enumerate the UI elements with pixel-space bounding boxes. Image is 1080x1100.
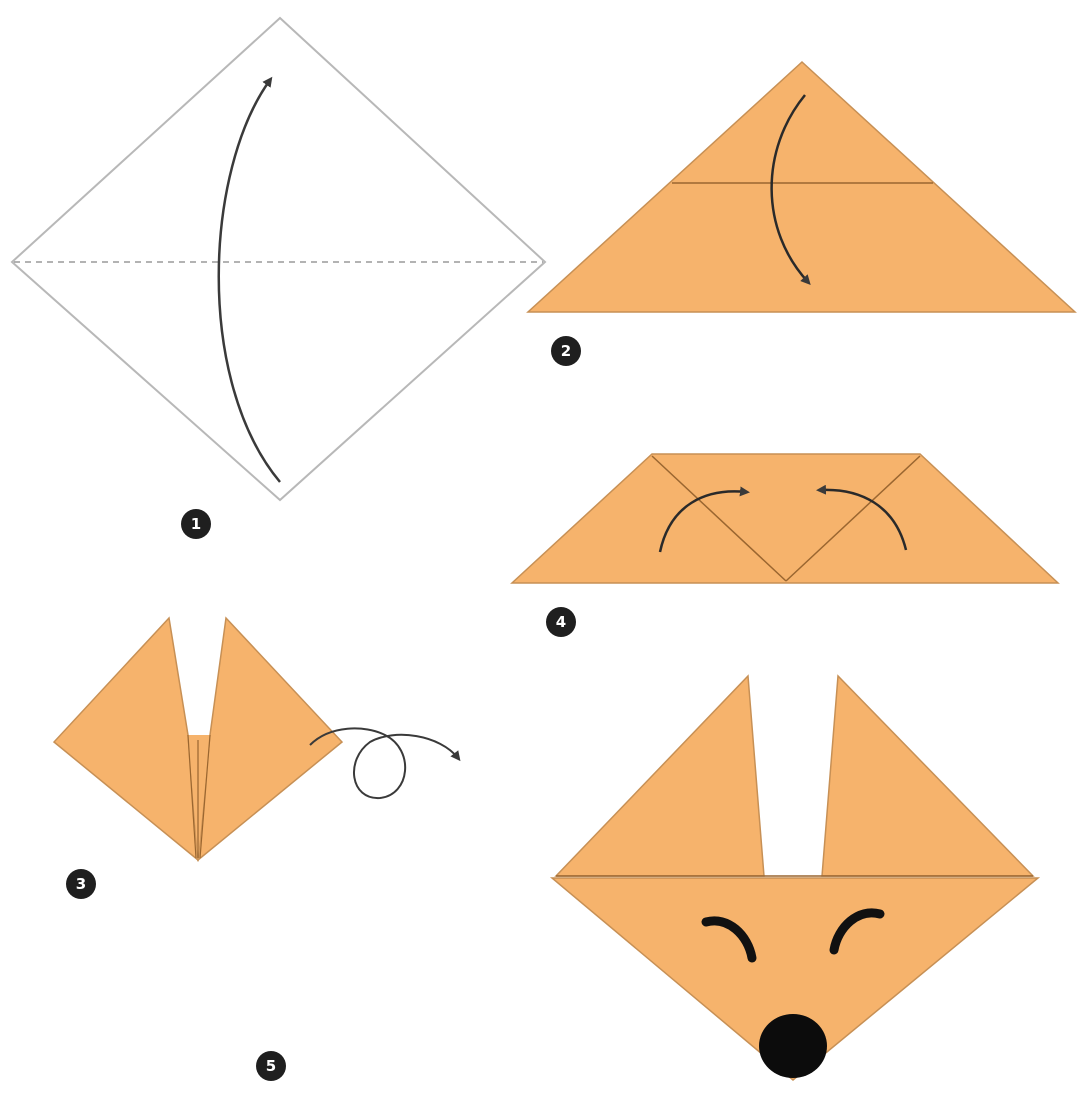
paper-left-flap [52,616,199,862]
loop-turn-over-arrow-icon [309,727,461,800]
curved-arrow-icon [658,486,750,553]
curved-arrow-icon [816,484,908,551]
center-fill [188,735,210,860]
step-5-diagram [549,674,1041,1081]
paper-right-flap [197,616,344,862]
paper-triangle [526,60,1077,313]
step-3-diagram [52,616,461,862]
eye-stroke-icon [701,916,757,963]
flap-edge-left [187,734,197,859]
step-1-diagram [10,16,547,502]
paper-square [10,16,547,502]
step-number-5: 5 [266,1057,276,1075]
crease-line-left [651,455,787,582]
crease-line-right [785,455,921,582]
flap-edge-right [199,734,211,859]
paper-trapezoid [510,453,1060,584]
step-number-2: 2 [561,342,571,360]
fox-right-ear [821,674,1035,877]
step-number-1: 1 [191,515,201,533]
step-number-3: 3 [76,875,86,893]
fox-face [549,877,1041,1081]
step-badge-3: 3 [66,869,96,899]
nose-icon [759,1014,827,1078]
curved-arrow-icon [770,94,811,285]
step-badge-5: 5 [256,1051,286,1081]
eye-stroke-icon [829,908,885,955]
step-2-diagram [526,60,1077,313]
fox-left-ear [554,674,765,877]
step-badge-1: 1 [181,509,211,539]
curved-arrow-icon [217,76,281,483]
step-badge-4: 4 [546,607,576,637]
step-4-diagram [510,453,1060,584]
step-number-4: 4 [556,613,566,631]
step-badge-2: 2 [551,336,581,366]
